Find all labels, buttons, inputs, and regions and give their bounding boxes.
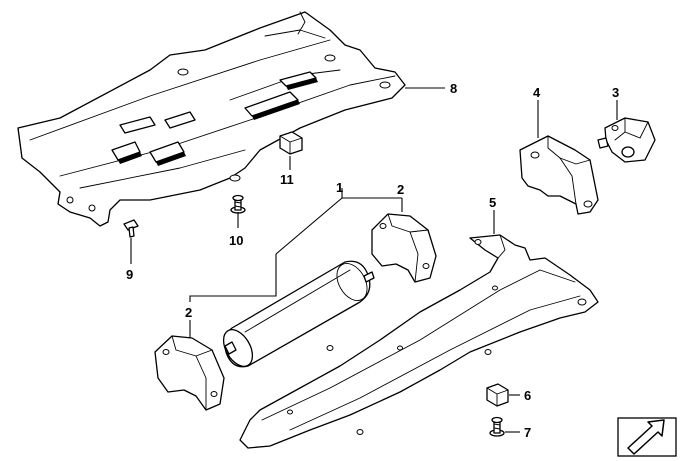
- callout-2-upper: 2: [397, 182, 404, 197]
- callout-8: 8: [450, 81, 457, 96]
- callout-6: 6: [524, 388, 531, 403]
- callout-labels: 8 4 3 11 1 2 5 10 9 2 6 7: [126, 81, 619, 440]
- fuel-filter-1[interactable]: [218, 258, 375, 371]
- callout-10: 10: [229, 233, 243, 248]
- bracket-4[interactable]: [519, 135, 599, 215]
- pressure-regulator-3[interactable]: [597, 117, 656, 163]
- clip-nut-11[interactable]: [279, 131, 303, 155]
- screw-7[interactable]: [489, 416, 505, 437]
- clip-nut-6[interactable]: [486, 383, 509, 407]
- callout-1: 1: [336, 180, 343, 195]
- expanding-rivet-9[interactable]: [123, 219, 139, 238]
- heat-shield[interactable]: [17, 11, 406, 227]
- callout-11: 11: [280, 172, 294, 187]
- screw-10[interactable]: [230, 194, 246, 214]
- callout-3: 3: [612, 85, 619, 100]
- callout-5: 5: [489, 195, 496, 210]
- mounting-bracket-2-lower[interactable]: [154, 335, 225, 411]
- callout-2-lower: 2: [185, 305, 192, 320]
- protective-plate-5[interactable]: [239, 234, 599, 449]
- callout-4: 4: [533, 85, 541, 100]
- callout-9: 9: [126, 267, 133, 282]
- callout-7: 7: [524, 425, 531, 440]
- mounting-bracket-2-upper[interactable]: [371, 213, 437, 283]
- arrow-icon[interactable]: [617, 417, 677, 457]
- leader-lines: [130, 87, 618, 433]
